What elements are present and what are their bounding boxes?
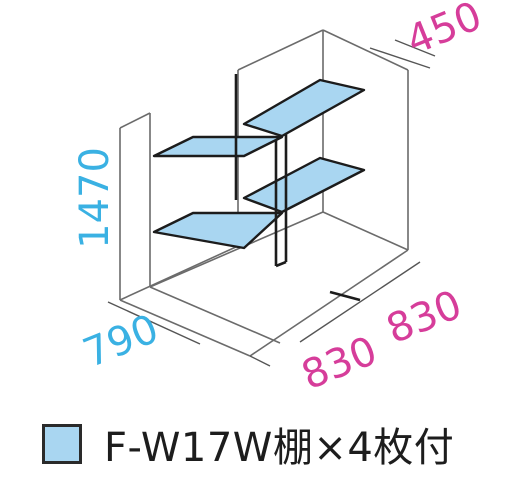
dimension-width-back: 830 xyxy=(380,282,468,353)
shelf-upper-left xyxy=(152,135,284,158)
shelf-upper-right xyxy=(242,78,366,138)
shelf-lower-right xyxy=(242,156,366,214)
legend: F-W17W棚×4枚付 xyxy=(42,418,455,471)
shelves xyxy=(152,78,366,250)
dimension-height: 1470 xyxy=(72,147,118,249)
dimension-depth-top: 450 xyxy=(400,0,488,64)
dimension-depth-left: 790 xyxy=(77,306,165,377)
dimension-width-front: 830 xyxy=(295,328,383,399)
legend-swatch xyxy=(42,424,82,464)
frame-posts xyxy=(234,74,361,302)
dimension-lines xyxy=(107,39,436,367)
legend-label: F-W17W棚×4枚付 xyxy=(104,425,455,471)
shelf-lower-left xyxy=(152,211,284,250)
shelf-diagram: 450 1470 790 830 830 xyxy=(72,0,488,399)
bounding-box-outline xyxy=(119,29,409,357)
